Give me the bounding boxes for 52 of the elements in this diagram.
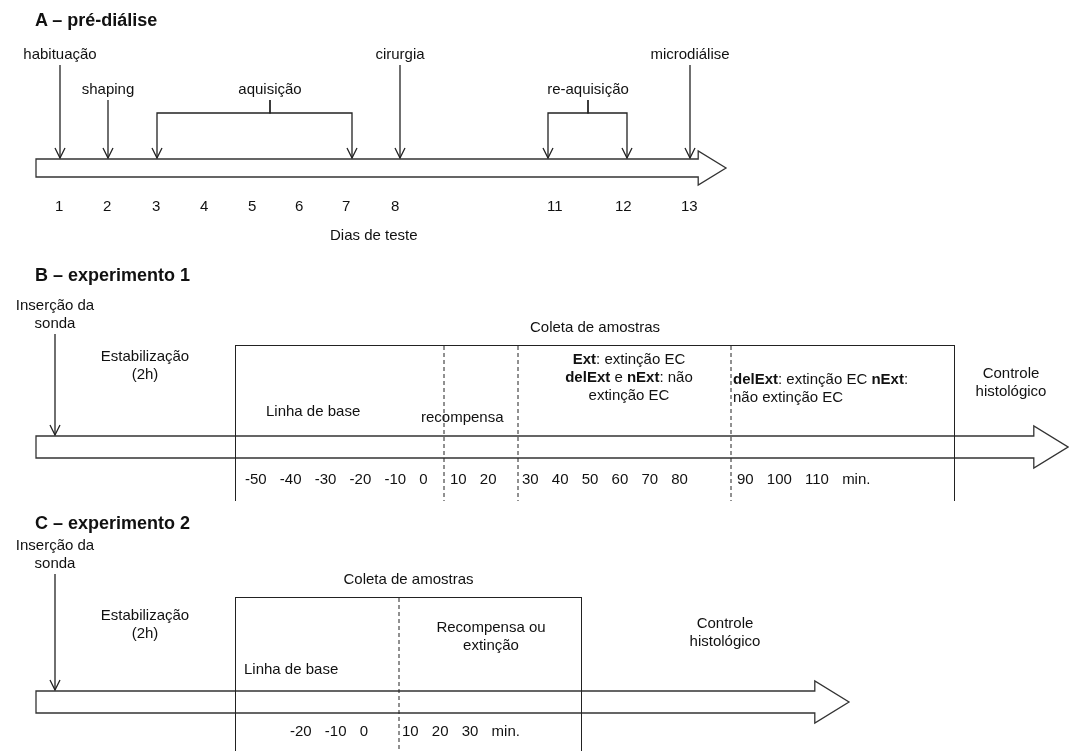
phase-label: delExt: extinção EC nExt: não extinção EC — [733, 370, 910, 406]
axis-tick-label: 2 — [103, 197, 112, 214]
section-heading: C – experimento 2 — [35, 513, 191, 534]
event-label: Inserção da sonda — [0, 296, 110, 332]
arrow — [587, 99, 633, 159]
event-label: Inserção da sonda — [0, 536, 110, 572]
axis-tick-label: -20 -10 0 — [290, 722, 369, 739]
event-label: re-aquisição — [528, 80, 648, 98]
arrow — [394, 64, 406, 159]
axis-tick-label: 30 40 50 60 70 80 — [522, 470, 688, 487]
axis-tick-label: 4 — [200, 197, 209, 214]
text-label: Controle histológico — [688, 614, 762, 650]
text-label: Dias de teste — [330, 226, 418, 243]
axis-tick-label: 8 — [391, 197, 400, 214]
event-label: cirurgia — [365, 45, 435, 63]
event-label: habituação — [5, 45, 115, 63]
event-label: aquisição — [210, 80, 330, 98]
axis-tick-label: 12 — [615, 197, 632, 214]
timeline-arrow — [35, 680, 850, 724]
axis-tick-label: 11 — [547, 197, 563, 214]
section-heading: Coleta de amostras — [342, 570, 475, 588]
arrow — [49, 573, 61, 691]
phase-label: Ext: extinção EC delExt e nExt: não extinção EC — [564, 350, 694, 404]
phase-label: Linha de base — [266, 402, 361, 419]
event-label: shaping — [73, 80, 143, 98]
axis-tick-label: 7 — [342, 197, 351, 214]
axis-tick-label: 10 20 30 min. — [402, 722, 520, 739]
text-label: Estabilização (2h) — [100, 606, 190, 642]
timeline-arrow — [35, 425, 1069, 469]
arrow — [54, 64, 66, 159]
arrow — [269, 99, 358, 159]
text-label: Estabilização (2h) — [100, 347, 190, 383]
axis-tick-label: -50 -40 -30 -20 -10 0 — [245, 470, 428, 487]
arrow — [684, 64, 696, 159]
section-heading: B – experimento 1 — [35, 265, 191, 286]
phase-label: recompensa — [421, 408, 504, 425]
axis-tick-label: 90 100 110 min. — [737, 470, 871, 487]
text-label: Controle histológico — [974, 364, 1048, 400]
section-heading: A – pré-diálise — [35, 10, 158, 31]
phase-label: Recompensa ou extinção — [435, 618, 547, 654]
axis-tick-label: 6 — [295, 197, 304, 214]
axis-tick-label: 5 — [248, 197, 257, 214]
timeline-arrow — [35, 150, 727, 186]
phase-label: Linha de base — [244, 660, 339, 677]
arrow — [49, 333, 61, 436]
axis-tick-label: 3 — [152, 197, 161, 214]
axis-tick-label: 13 — [681, 197, 698, 214]
arrow — [102, 99, 114, 159]
event-label: microdiálise — [640, 45, 740, 63]
axis-tick-label: 10 20 — [450, 470, 497, 487]
section-heading: Coleta de amostras — [528, 318, 662, 336]
axis-tick-label: 1 — [55, 197, 64, 214]
